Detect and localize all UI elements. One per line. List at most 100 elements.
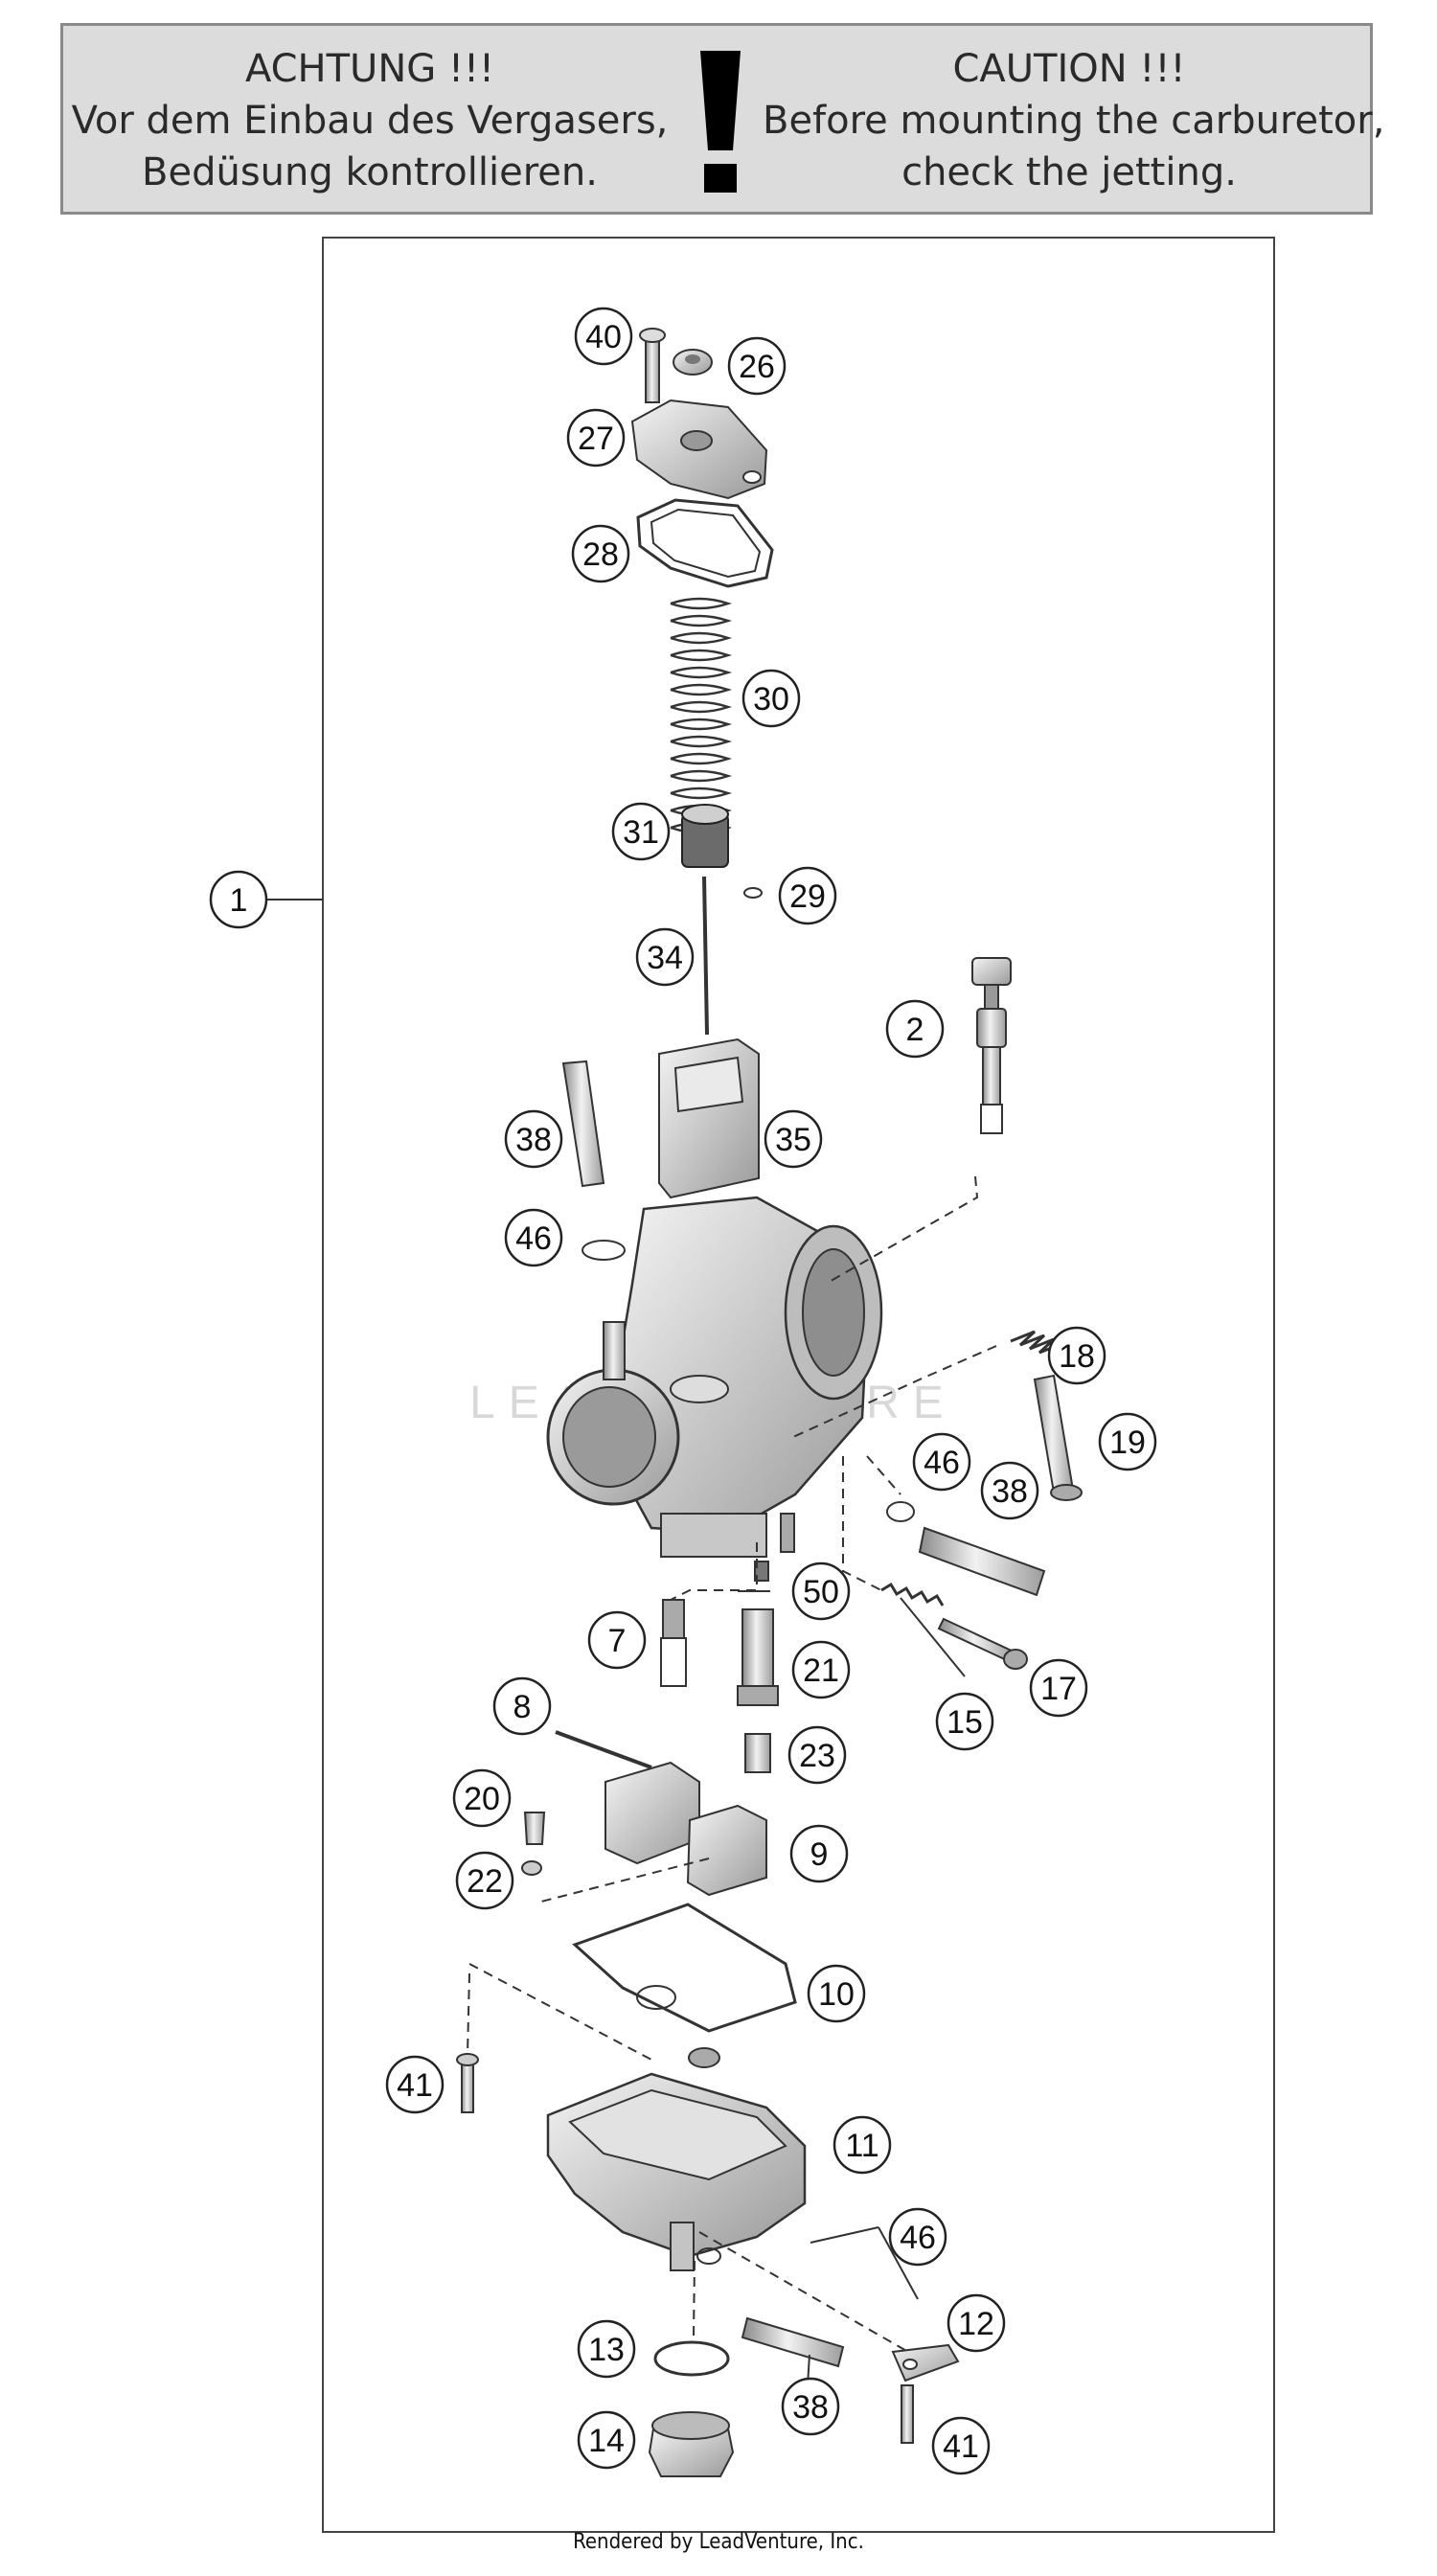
part-bracket [891,2343,960,2382]
callout: 35 [764,1109,823,1169]
part-drain-plug-seal [653,2340,730,2377]
callout-number: 23 [799,1738,835,1774]
callout-number: 38 [792,2389,829,2426]
part-main-jet [744,1733,771,1773]
callout: 23 [787,1725,847,1785]
callout-number: 28 [582,536,619,573]
part-o-ring-side [886,1501,915,1522]
part-needle-jet-holder [660,1599,687,1687]
footer-credit: Rendered by LeadVenture, Inc. [573,2530,864,2554]
callout-number: 31 [623,814,659,851]
callout: 50 [791,1562,851,1621]
callout: 26 [727,336,787,396]
callout-number: 14 [588,2423,625,2459]
warning-german: ACHTUNG !!! Vor dem Einbau des Vergasers… [63,43,676,198]
warning-banner: ACHTUNG !!! Vor dem Einbau des Vergasers… [60,23,1385,215]
callout-number: 19 [1109,1425,1146,1461]
part-drain-plug [648,2411,735,2477]
callout: 7 [587,1610,647,1670]
callout: 13 [577,2319,636,2379]
callout-number: 29 [789,878,826,915]
warning-german-title: ACHTUNG !!! [244,47,495,91]
part-idle-screw [1033,1374,1083,1501]
part-top-cover [630,399,768,500]
callout-number: 7 [608,1623,627,1659]
part-float-bowl [546,2047,807,2271]
callout: 19 [1098,1412,1157,1471]
part-float-bowl-gasket [572,1903,797,2033]
callout: 29 [778,866,837,925]
callout-number: 30 [753,681,789,718]
part-cover-gasket [636,498,774,588]
callout-number: 9 [810,1836,829,1873]
callout: 20 [452,1768,512,1828]
callout-number: 1 [230,882,248,919]
part-cable-adjuster-nut [673,349,713,376]
callout: 38 [980,1461,1039,1520]
callout: 41 [931,2416,991,2475]
part-hose-upper [561,1060,605,1188]
callout: 34 [635,927,695,987]
callout: 46 [912,1432,971,1492]
warning-english-line2: check the jetting. [901,150,1237,194]
callout-number: 12 [958,2306,994,2342]
part-needle-holder [681,804,729,868]
callout-number: 38 [515,1122,552,1158]
callout-number: 50 [803,1574,839,1610]
callout: 9 [789,1824,849,1883]
part-clip [743,887,763,899]
warning-english: CAUTION !!! Before mounting the carburet… [763,43,1385,198]
callout-number: 34 [647,940,683,976]
part-float [604,1761,767,1897]
callout: 21 [791,1640,851,1699]
part-o-ring-lower [696,2247,721,2265]
callout-number: 10 [818,1976,855,2013]
callout-number: 13 [588,2332,625,2368]
part-hose-side [918,1526,1046,1597]
callout-number: 20 [464,1781,500,1817]
part-jet-needle [702,876,709,1036]
part-float-needle [523,1812,546,1845]
callout: 11 [833,2115,892,2175]
part-throttle-slide [658,1037,760,1199]
callout-number: 46 [924,1445,960,1481]
callout-number: 40 [585,319,622,355]
callout-number: 27 [578,421,614,457]
warning-german-line1: Vor dem Einbau des Vergasers, [71,99,669,143]
callout-number: 41 [943,2428,979,2465]
part-mixture-spring [880,1582,945,1607]
warning-english-title: CAUTION !!! [952,47,1186,91]
callout: 28 [571,524,630,583]
callout: 40 [574,307,633,366]
part-bowl-screw-left [456,2053,479,2113]
callout-number: 41 [397,2067,433,2104]
callout: 30 [741,669,801,728]
callout-number: 11 [845,2128,878,2164]
part-mixture-screw [937,1617,1028,1670]
callout: 31 [611,802,671,861]
warning-english-line1: Before mounting the carburetor, [763,99,1385,143]
callout-number: 35 [775,1122,811,1158]
callout: 27 [566,408,626,467]
callout: 2 [885,999,945,1059]
part-carburetor-body [546,1196,883,1558]
callout-number: 15 [947,1704,983,1741]
callout: 15 [935,1692,994,1751]
callout-number: 17 [1040,1671,1077,1707]
callout: 22 [455,1851,514,1910]
part-hose-lower [741,2316,845,2368]
callout: 38 [504,1109,563,1169]
callout-number: 2 [906,1012,924,1048]
callout-number: 22 [467,1863,503,1900]
callout-number: 18 [1059,1338,1095,1375]
callout: 8 [492,1676,552,1736]
part-top-cover-screw [639,328,666,403]
callout-number: 46 [515,1220,552,1257]
part-idle-spring [1010,1330,1064,1355]
callout: 12 [947,2293,1006,2353]
callout: 46 [504,1208,563,1267]
part-float-pin [555,1730,652,1769]
callout-number: 46 [900,2220,936,2256]
diagram-frame [322,237,1275,2533]
